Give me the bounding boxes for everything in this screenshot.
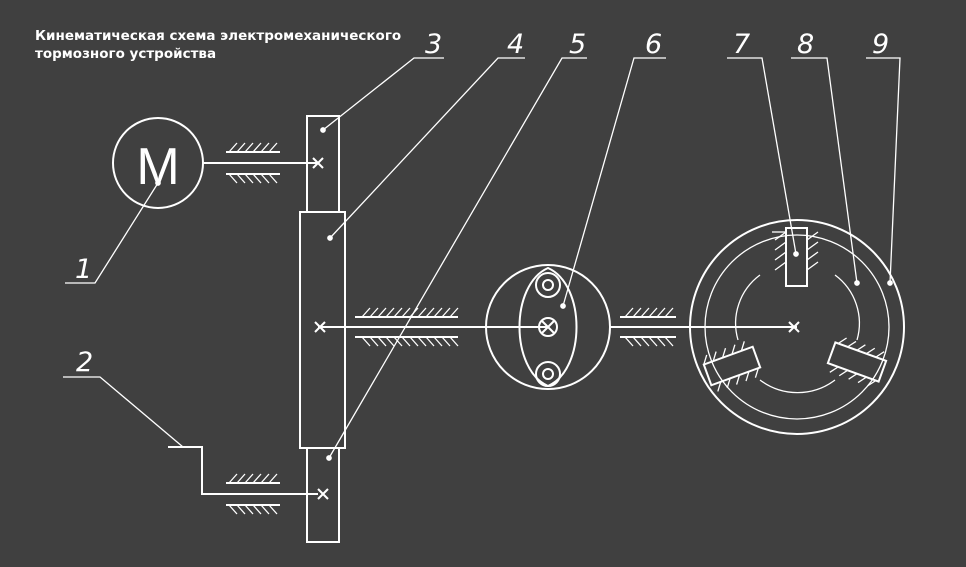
joint-cross-icon xyxy=(788,321,800,333)
main-shaft xyxy=(314,307,548,347)
brake-shoe-right xyxy=(826,337,888,387)
callout-1: 1 xyxy=(75,254,92,285)
joint-cross-icon xyxy=(314,321,326,333)
brake-shaft xyxy=(610,307,800,347)
callout-numbers: 1 2 3 4 5 6 7 8 9 xyxy=(75,29,889,378)
brake-shoe-top xyxy=(772,227,819,287)
callout-3: 3 xyxy=(425,29,442,60)
motor: M xyxy=(112,117,204,209)
joint-cross-icon xyxy=(317,488,329,500)
brake-drum-ring xyxy=(704,234,890,420)
diagram-title: Кинематическая схема электромеханическог… xyxy=(35,27,401,63)
title-line-2: тормозного устройства xyxy=(35,46,217,62)
brake-drum xyxy=(689,219,905,435)
lower-shaft xyxy=(168,446,329,515)
callout-8: 8 xyxy=(797,29,814,60)
title-line-1: Кинематическая схема электромеханическог… xyxy=(35,28,402,44)
joint-cross-icon xyxy=(312,157,324,169)
callout-4: 4 xyxy=(507,29,524,60)
callout-6: 6 xyxy=(645,29,662,60)
brake-shoe-left xyxy=(702,341,762,392)
motor-label: M xyxy=(136,138,179,196)
motor-shaft xyxy=(203,142,324,184)
leader-lines xyxy=(63,57,901,461)
callout-5: 5 xyxy=(569,29,586,60)
callout-7: 7 xyxy=(733,29,750,60)
callout-9: 9 xyxy=(872,29,889,60)
callout-2: 2 xyxy=(76,347,93,378)
brake-drum-outer xyxy=(689,219,905,435)
